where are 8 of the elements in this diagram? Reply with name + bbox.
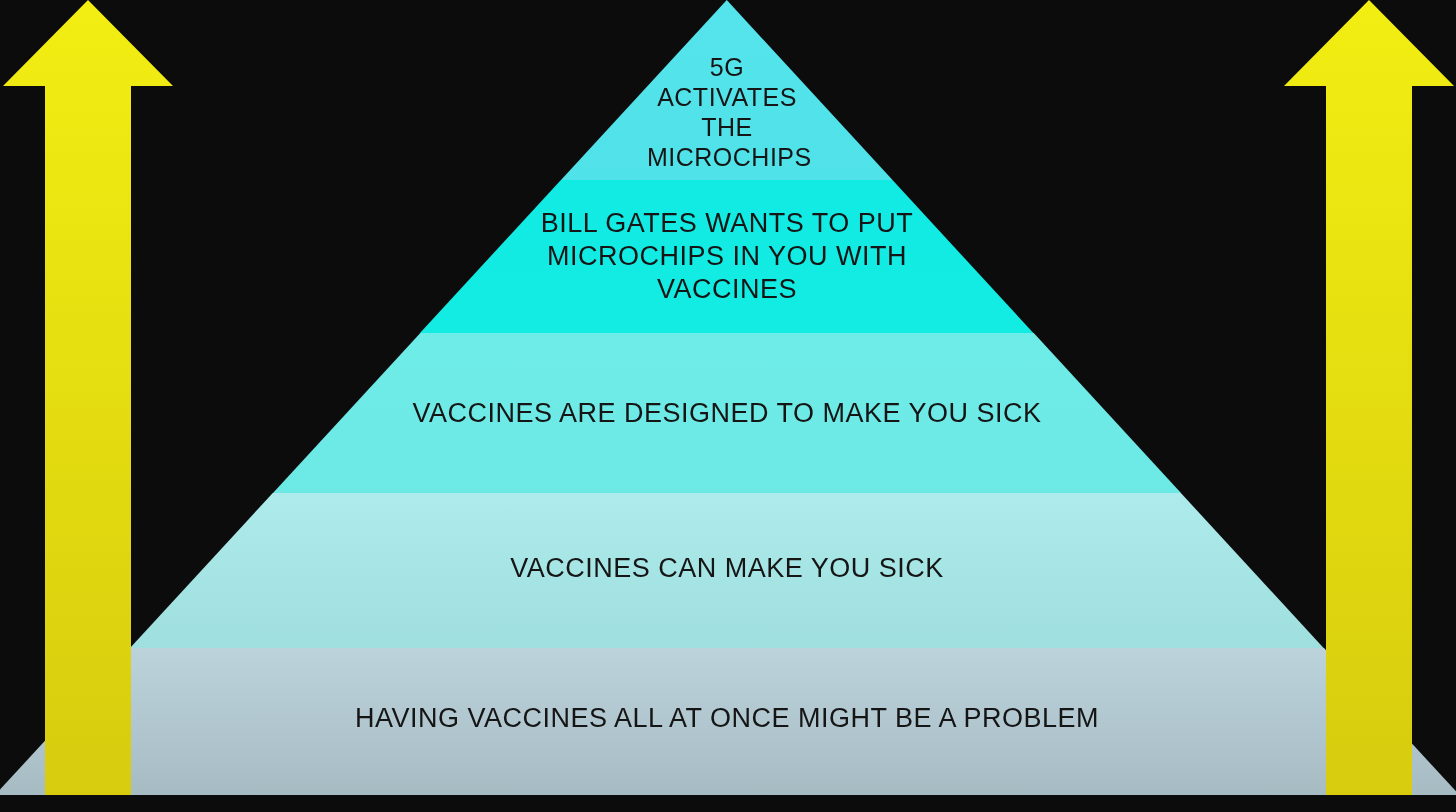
pyramid-tier — [420, 180, 1034, 333]
pyramid-tier — [272, 333, 1182, 493]
tier-text: VACCINES ARE DESIGNED TO MAKE YOU SICK — [411, 396, 1043, 430]
pyramid-tier — [561, 0, 893, 180]
tier-text: BILL GATES WANTS TO PUT MICROCHIPS IN YOU WITH VACCINES — [539, 206, 915, 306]
tier-text: VACCINES CAN MAKE YOU SICK — [509, 551, 945, 585]
pyramid-tier — [130, 493, 1324, 648]
tier-text: HAVING VACCINES ALL AT ONCE MIGHT BE A PROBLEM — [353, 701, 1101, 735]
